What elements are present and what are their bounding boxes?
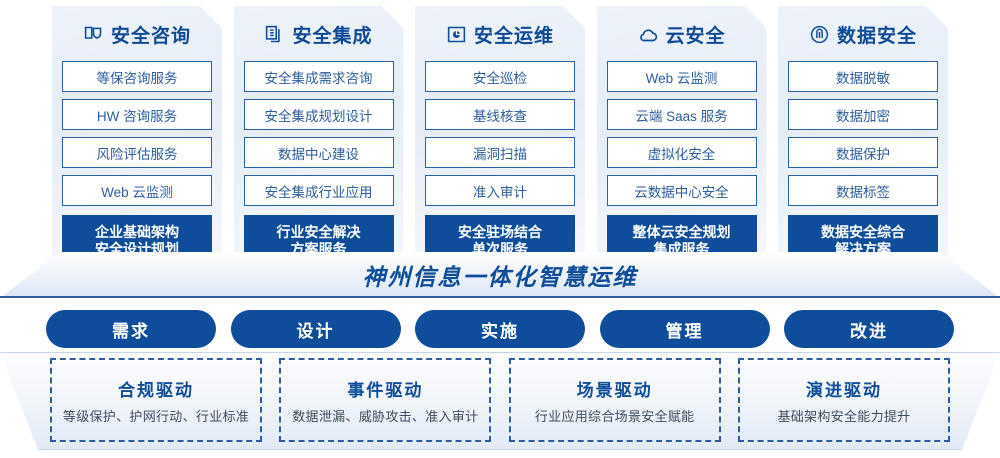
service-item[interactable]: 基线核查 — [425, 99, 575, 130]
highlight-line-1: 行业安全解决 — [276, 223, 361, 240]
stage-pill-demand[interactable]: 需求 — [46, 310, 216, 348]
capability-columns: 安全咨询 等保咨询服务 HW 咨询服务 风险评估服务 Web 云监测 企业基础架… — [0, 6, 1000, 256]
driver-incident[interactable]: 事件驱动 数据泄漏、威胁攻击、准入审计 — [279, 358, 492, 442]
platform-banner-title: 神州信息一体化智慧运维 — [362, 264, 638, 290]
service-item[interactable]: 安全集成需求咨询 — [244, 61, 394, 92]
driver-evolution[interactable]: 演进驱动 基础架构安全能力提升 — [737, 358, 950, 442]
column-header: 安全咨询 — [62, 14, 212, 54]
column-title: 安全咨询 — [110, 25, 191, 47]
capability-column-data-security[interactable]: 数据安全 数据脱敏 数据加密 数据保护 数据标签 数据安全综合 解决方案 — [778, 6, 948, 256]
service-item[interactable]: 风险评估服务 — [62, 137, 212, 168]
driver-title: 场景驱动 — [576, 380, 653, 400]
document-shield-icon — [83, 24, 104, 45]
service-item[interactable]: 安全集成行业应用 — [244, 175, 394, 206]
drivers-container — [0, 352, 1000, 450]
stacked-documents-icon — [264, 24, 285, 45]
highlight-line-1: 企业基础架构 — [95, 223, 179, 240]
service-item[interactable]: 云数据中心安全 — [607, 175, 757, 206]
capability-column-security-integration[interactable]: 安全集成 安全集成需求咨询 安全集成规划设计 数据中心建设 安全集成行业应用 行… — [234, 6, 404, 256]
driver-subtitle: 行业应用综合场景安全赋能 — [534, 408, 695, 424]
service-item[interactable]: 数据脱敏 — [788, 61, 938, 92]
service-item[interactable]: HW 咨询服务 — [62, 99, 212, 130]
column-header: 云安全 — [607, 14, 757, 54]
cloud-icon — [637, 24, 658, 45]
service-item[interactable]: 等保咨询服务 — [62, 61, 212, 92]
fingerprint-icon — [809, 24, 830, 45]
highlight-line-1: 安全驻场结合 — [458, 223, 542, 240]
service-item[interactable]: Web 云监测 — [607, 61, 757, 92]
column-title: 数据安全 — [836, 25, 917, 47]
drivers-row: 合规驱动 等级保护、护网行动、行业标准 事件驱动 数据泄漏、威胁攻击、准入审计 … — [0, 358, 1000, 442]
driver-compliance[interactable]: 合规驱动 等级保护、护网行动、行业标准 — [50, 358, 262, 442]
lifecycle-stages: 需求 设计 实施 管理 改进 — [0, 310, 1000, 350]
capability-column-cloud-security[interactable]: 云安全 Web 云监测 云端 Saas 服务 虚拟化安全 云数据中心安全 整体云… — [597, 6, 767, 256]
capability-column-security-consulting[interactable]: 安全咨询 等保咨询服务 HW 咨询服务 风险评估服务 Web 云监测 企业基础架… — [52, 6, 222, 256]
column-header: 安全运维 — [425, 14, 575, 54]
column-title: 安全运维 — [473, 25, 554, 47]
column-header: 数据安全 — [788, 14, 938, 54]
monitor-chart-icon — [446, 24, 467, 45]
service-item[interactable]: 数据中心建设 — [244, 137, 394, 168]
highlight-line-1: 整体云安全规划 — [632, 223, 731, 240]
service-item[interactable]: 数据标签 — [788, 175, 938, 206]
service-item[interactable]: 数据保护 — [788, 137, 938, 168]
driver-title: 演进驱动 — [805, 380, 882, 400]
driver-subtitle: 等级保护、护网行动、行业标准 — [62, 408, 250, 424]
service-item[interactable]: 准入审计 — [425, 175, 575, 206]
column-title: 云安全 — [665, 25, 726, 47]
driver-scenario[interactable]: 场景驱动 行业应用综合场景安全赋能 — [508, 358, 721, 442]
platform-banner: 神州信息一体化智慧运维 — [0, 252, 1000, 298]
driver-title: 事件驱动 — [347, 380, 424, 400]
service-item[interactable]: 虚拟化安全 — [607, 137, 757, 168]
column-header: 安全集成 — [244, 14, 394, 54]
service-item[interactable]: 云端 Saas 服务 — [607, 99, 757, 130]
service-item[interactable]: 安全巡检 — [425, 61, 575, 92]
service-item[interactable]: 漏洞扫描 — [425, 137, 575, 168]
highlight-line-1: 数据安全综合 — [821, 223, 905, 240]
banner-underline — [0, 296, 1000, 298]
stage-pill-design[interactable]: 设计 — [230, 310, 401, 348]
service-item[interactable]: 数据加密 — [788, 99, 938, 130]
capability-column-security-operations[interactable]: 安全运维 安全巡检 基线核查 漏洞扫描 准入审计 安全驻场结合 单次服务 — [415, 6, 585, 256]
driver-subtitle: 基础架构安全能力提升 — [777, 408, 911, 424]
service-item[interactable]: 安全集成规划设计 — [244, 99, 394, 130]
column-title: 安全集成 — [292, 25, 373, 47]
stage-pill-management[interactable]: 管理 — [599, 310, 770, 348]
stage-pill-improvement[interactable]: 改进 — [784, 310, 954, 348]
driver-title: 合规驱动 — [118, 380, 194, 400]
service-item[interactable]: Web 云监测 — [62, 175, 212, 206]
stage-pill-implementation[interactable]: 实施 — [415, 310, 585, 348]
driver-subtitle: 数据泄漏、威胁攻击、准入审计 — [292, 408, 479, 424]
